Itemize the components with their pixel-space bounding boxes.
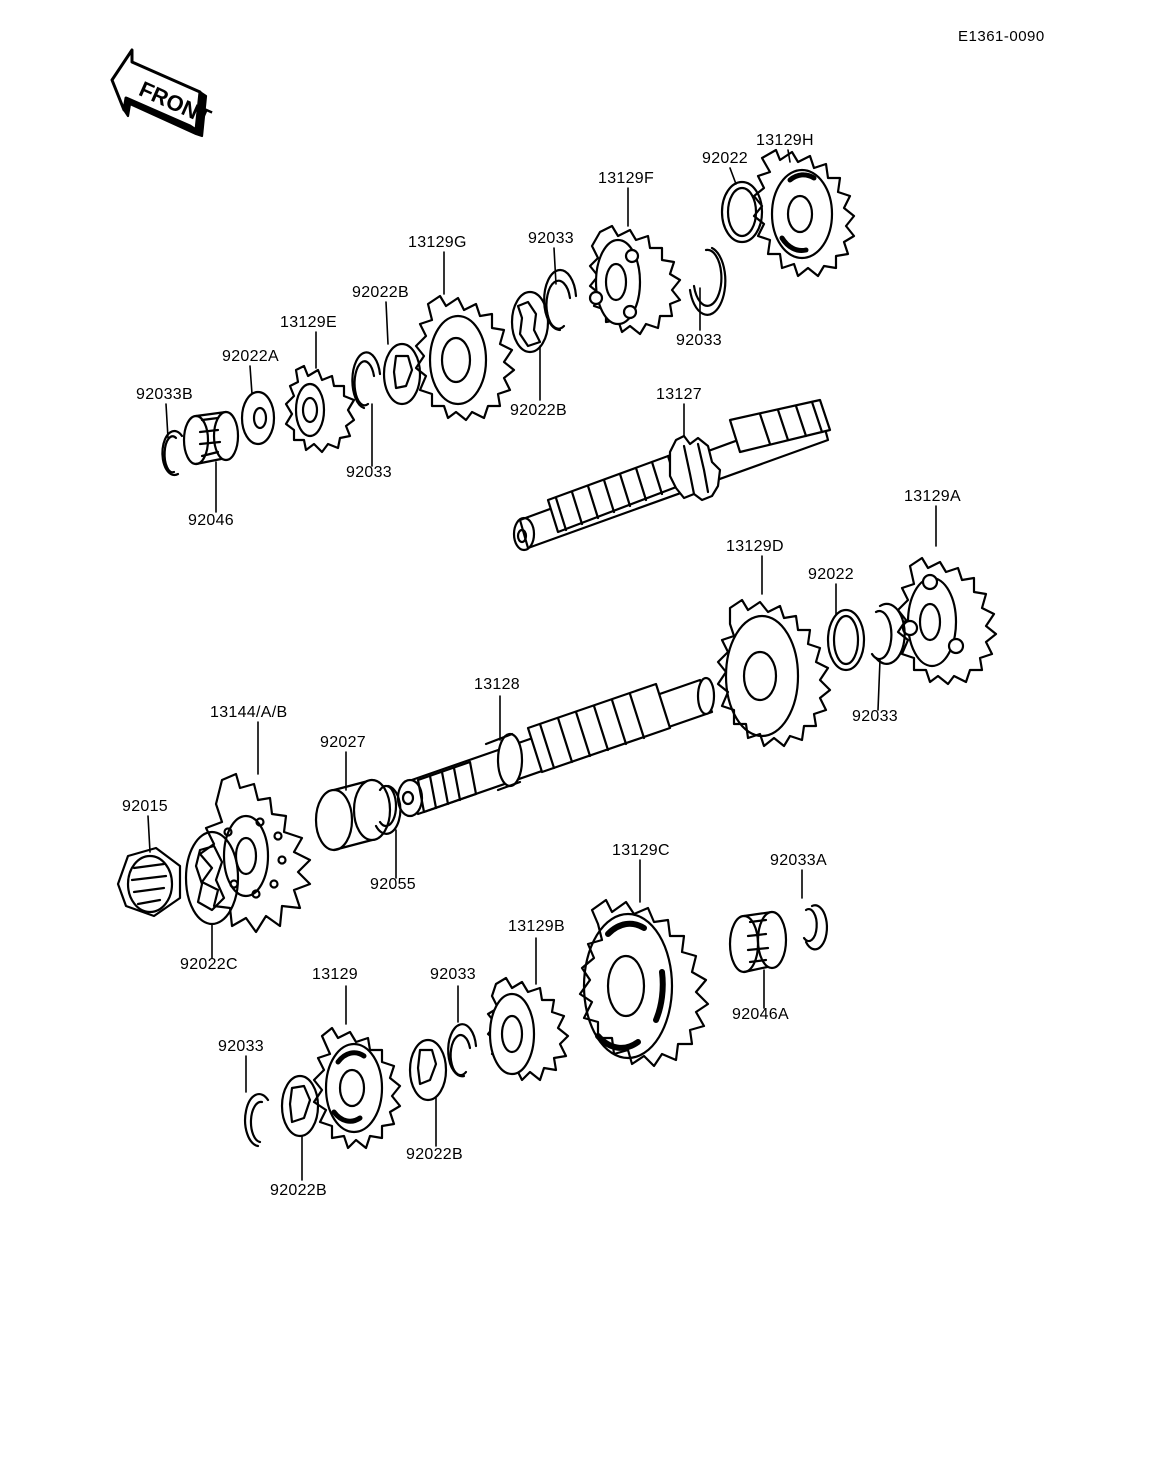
- gear-13129H: [752, 148, 856, 278]
- label-13129C: 13129C: [612, 842, 670, 859]
- gear-13129A: [896, 556, 998, 686]
- gear-13129C: [578, 898, 710, 1068]
- label-13128: 13128: [474, 676, 520, 693]
- label-13129F: 13129F: [598, 170, 655, 187]
- gear-13129F: [588, 224, 682, 336]
- label-92055: 92055: [370, 876, 416, 893]
- sprocket-13144: [198, 772, 312, 934]
- gear-13129: [312, 1026, 402, 1150]
- label-92022B-c: 92022B: [406, 1146, 463, 1163]
- gear-13129B: [486, 976, 570, 1082]
- label-13129G: 13129G: [408, 234, 467, 251]
- label-92022B-d: 92022B: [270, 1182, 327, 1199]
- label-92046A: 92046A: [732, 1006, 789, 1023]
- label-13127: 13127: [656, 386, 702, 403]
- collar-92027: [314, 778, 392, 852]
- label-92033-f: 92033: [218, 1038, 264, 1055]
- gear-13129G: [414, 294, 516, 422]
- label-13129E: 13129E: [280, 314, 337, 331]
- label-92022B-a: 92022B: [352, 284, 409, 301]
- label-92022-top: 92022: [702, 150, 748, 167]
- label-92022B-b: 92022B: [510, 402, 567, 419]
- label-92027: 92027: [320, 734, 366, 751]
- label-13129B: 13129B: [508, 918, 565, 935]
- label-13144: 13144/A/B: [210, 704, 288, 721]
- label-92022C: 92022C: [180, 956, 238, 973]
- leader-lines: [147, 149, 937, 1181]
- label-92046: 92046: [188, 512, 234, 529]
- label-92015: 92015: [122, 798, 168, 815]
- ring-set: [161, 180, 906, 1148]
- label-92033-c: 92033: [346, 464, 392, 481]
- label-92033-d: 92033: [852, 708, 898, 725]
- front-arrow-icon: FRONT: [110, 48, 215, 138]
- shaft-13128: [396, 676, 716, 818]
- circlip-92055: [374, 784, 402, 835]
- label-92033-a: 92033: [528, 230, 574, 247]
- nut-92015: [116, 846, 182, 918]
- label-13129: 13129: [312, 966, 358, 983]
- label-92033B: 92033B: [136, 386, 193, 403]
- label-92033A: 92033A: [770, 852, 827, 869]
- shaft-13127: [512, 398, 832, 552]
- label-13129H: 13129H: [756, 132, 814, 149]
- label-92033-e: 92033: [430, 966, 476, 983]
- label-13129A: 13129A: [904, 488, 961, 505]
- gear-13129E: [284, 364, 356, 454]
- label-13129D: 13129D: [726, 538, 784, 555]
- diagram-code: E1361-0090: [958, 28, 1045, 45]
- label-92022A: 92022A: [222, 348, 279, 365]
- label-92022-mid: 92022: [808, 566, 854, 583]
- gear-13129D: [716, 598, 832, 748]
- label-92033-b: 92033: [676, 332, 722, 349]
